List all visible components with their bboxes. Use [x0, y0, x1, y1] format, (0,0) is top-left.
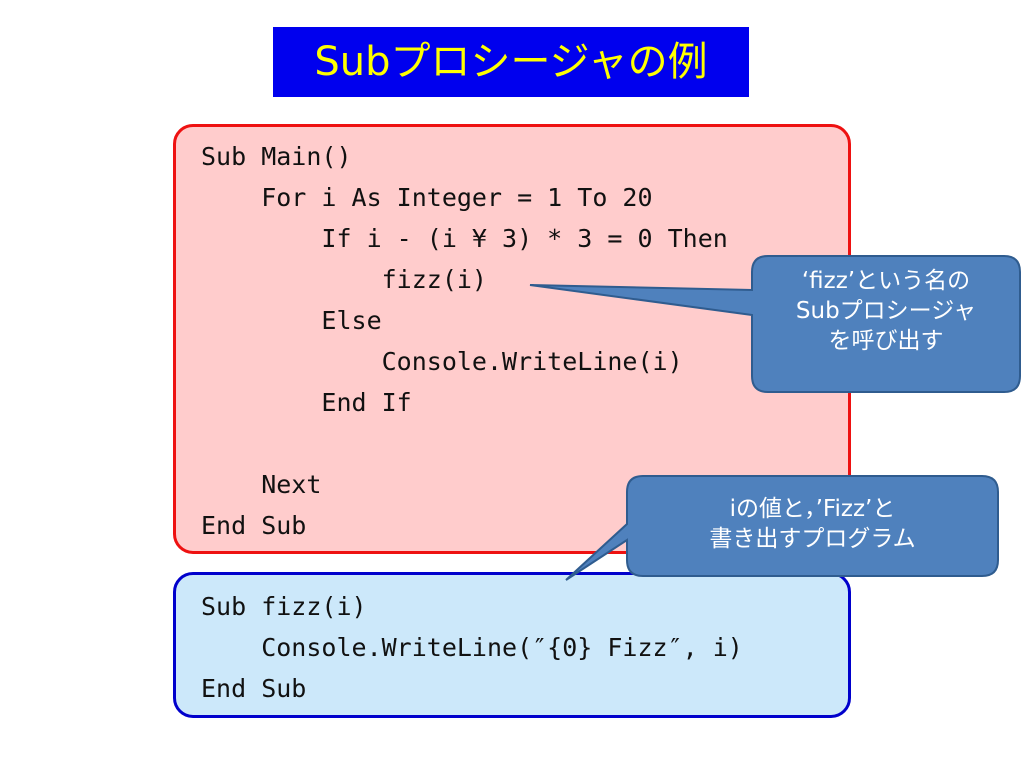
code-line: For i As Integer = 1 To 20	[201, 183, 653, 212]
callout-program-text: iの値と，’Fizz’と 書き出すプログラム	[627, 494, 998, 554]
callout-program-line: 書き出すプログラム	[709, 526, 916, 552]
callout-call-text: ‘fizz’という名の Subプロシージャ を呼び出す	[752, 266, 1020, 356]
callout-call-line: Subプロシージャ	[795, 298, 977, 324]
callout-call-shape	[529, 255, 1021, 393]
callout-call-line: ‘fizz’という名の	[801, 268, 971, 294]
code-line: Sub Main()	[201, 142, 352, 171]
code-line: End Sub	[201, 511, 307, 540]
code-line: If i - (i ¥ 3) * 3 = 0 Then	[201, 224, 728, 253]
code-line: End Sub	[201, 674, 307, 703]
code-line: Console.WriteLine(″{0} Fizz″, i)	[201, 633, 743, 662]
callout-program-shape	[565, 475, 999, 581]
slide-title: Subプロシージャの例	[273, 27, 749, 97]
code-line: Next	[201, 470, 322, 499]
code-line: fizz(i)	[201, 265, 487, 294]
code-line: Console.WriteLine(i)	[201, 347, 683, 376]
main-code-block: Sub Main() For i As Integer = 1 To 20 If…	[176, 127, 728, 540]
code-line: End If	[201, 388, 412, 417]
callout-program-line: iの値と，’Fizz’と	[729, 496, 896, 522]
code-line: Else	[201, 306, 382, 335]
callout-call-line: を呼び出す	[828, 328, 944, 354]
fizz-code-block: Sub fizz(i) Console.WriteLine(″{0} Fizz″…	[176, 575, 743, 720]
code-line: Sub fizz(i)	[201, 592, 367, 621]
fizz-code-box: Sub fizz(i) Console.WriteLine(″{0} Fizz″…	[173, 572, 851, 718]
